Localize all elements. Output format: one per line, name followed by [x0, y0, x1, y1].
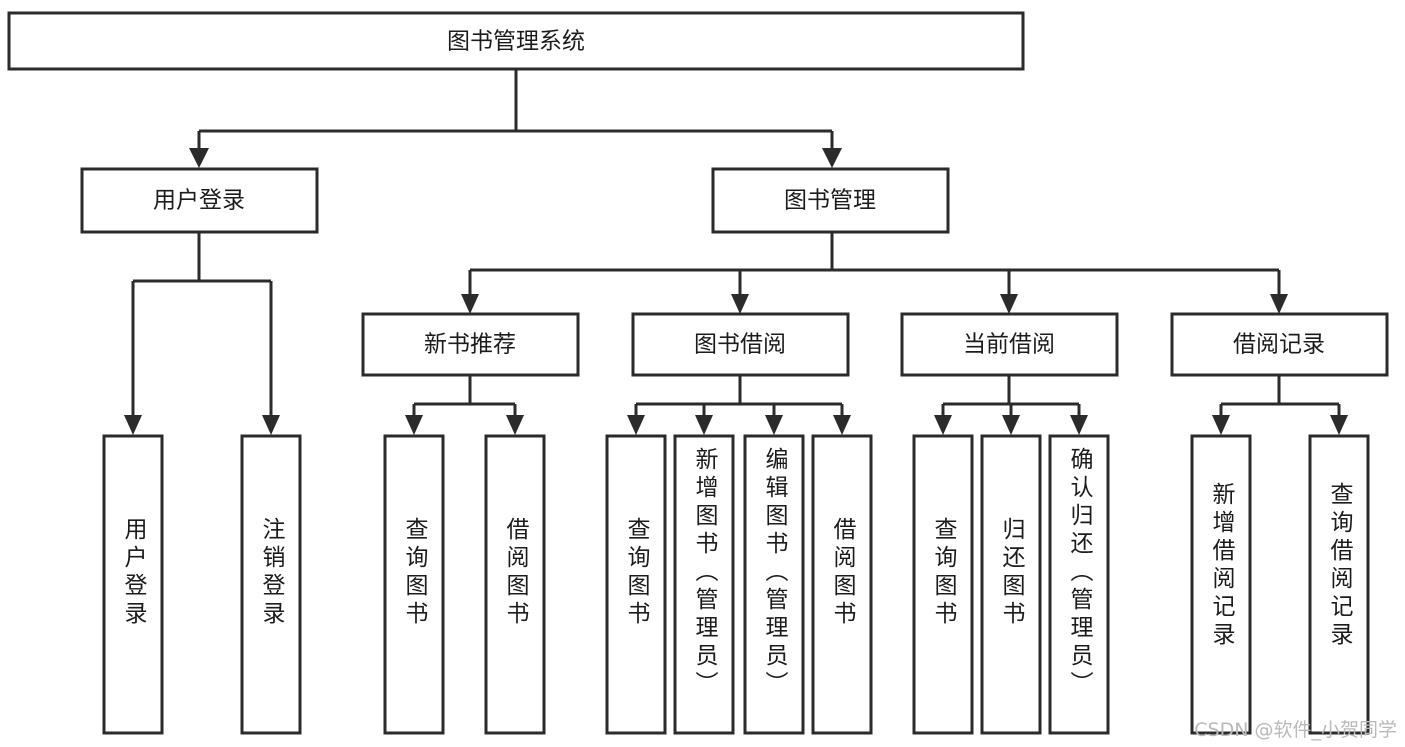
leaf-borrow-record-add-record[interactable]: 新增借阅记录	[1190, 434, 1252, 735]
leaf-new-book-query-book-label: 查询图书	[401, 517, 429, 629]
node-new-book-recommend[interactable]: 新书推荐	[361, 312, 580, 377]
node-book-borrow[interactable]: 图书借阅	[631, 312, 850, 377]
leaf-book-borrow-borrow-book-label: 借阅图书	[829, 517, 857, 629]
leaf-borrow-record-query-record[interactable]: 查询借阅记录	[1308, 434, 1370, 735]
leaf-book-borrow-edit-book-admin[interactable]: 编辑图书（管理员）	[743, 434, 805, 735]
leaf-book-borrow-add-book-admin-label: 新增图书（管理员）	[691, 447, 719, 699]
leaf-user-login-logout[interactable]: 注销登录	[240, 434, 302, 735]
leaf-book-borrow-edit-book-admin-label: 编辑图书（管理员）	[761, 447, 789, 699]
node-book-management[interactable]: 图书管理	[711, 167, 950, 234]
connectors-currentborrow-to-leaves	[934, 376, 1088, 435]
leaf-user-login-login[interactable]: 用户登录	[102, 434, 164, 735]
connectors-userlogin-to-leaves	[124, 233, 280, 435]
leaf-book-borrow-query-book[interactable]: 查询图书	[605, 434, 667, 735]
leaf-book-borrow-add-book-admin[interactable]: 新增图书（管理员）	[673, 434, 735, 735]
node-user-login-label: 用户登录	[153, 188, 245, 214]
node-borrow-record[interactable]: 借阅记录	[1170, 312, 1389, 377]
node-current-borrow-label: 当前借阅	[963, 332, 1055, 358]
connectors-root-to-level2	[189, 70, 842, 168]
leaf-new-book-borrow-book[interactable]: 借阅图书	[484, 434, 546, 735]
node-user-login[interactable]: 用户登录	[80, 167, 319, 234]
leaf-book-borrow-borrow-book[interactable]: 借阅图书	[811, 434, 873, 735]
leaf-current-borrow-query-book-label: 查询图书	[930, 517, 958, 629]
leaf-current-borrow-return-book-label: 归还图书	[998, 517, 1026, 629]
node-borrow-record-label: 借阅记录	[1233, 332, 1325, 358]
node-root-book-management-system[interactable]: 图书管理系统	[7, 11, 1025, 71]
leaf-book-borrow-query-book-label: 查询图书	[623, 517, 651, 629]
leaf-new-book-borrow-book-label: 借阅图书	[502, 517, 530, 629]
connectors-bookborrow-to-leaves	[627, 376, 851, 435]
connectors-borrowrecord-to-leaves	[1212, 376, 1348, 435]
leaf-current-borrow-return-book[interactable]: 归还图书	[980, 434, 1042, 735]
node-book-borrow-label: 图书借阅	[694, 332, 786, 358]
node-new-book-recommend-label: 新书推荐	[424, 332, 516, 358]
leaf-borrow-record-add-record-label: 新增借阅记录	[1208, 482, 1236, 650]
node-book-management-label: 图书管理	[784, 188, 876, 214]
connectors-bookmanage-to-level3	[461, 233, 1288, 314]
node-current-borrow[interactable]: 当前借阅	[900, 312, 1119, 377]
node-root-label: 图书管理系统	[447, 29, 585, 55]
leaf-borrow-record-query-record-label: 查询借阅记录	[1326, 482, 1354, 650]
leaf-current-borrow-confirm-return-admin[interactable]: 确认归还（管理员）	[1048, 434, 1110, 735]
leaf-current-borrow-confirm-return-admin-label: 确认归还（管理员）	[1066, 447, 1094, 699]
leaf-user-login-logout-label: 注销登录	[258, 517, 286, 629]
leaf-new-book-query-book[interactable]: 查询图书	[383, 434, 445, 735]
leaf-current-borrow-query-book[interactable]: 查询图书	[912, 434, 974, 735]
connectors-newbook-to-leaves	[405, 376, 524, 435]
leaf-user-login-login-label: 用户登录	[120, 517, 148, 629]
